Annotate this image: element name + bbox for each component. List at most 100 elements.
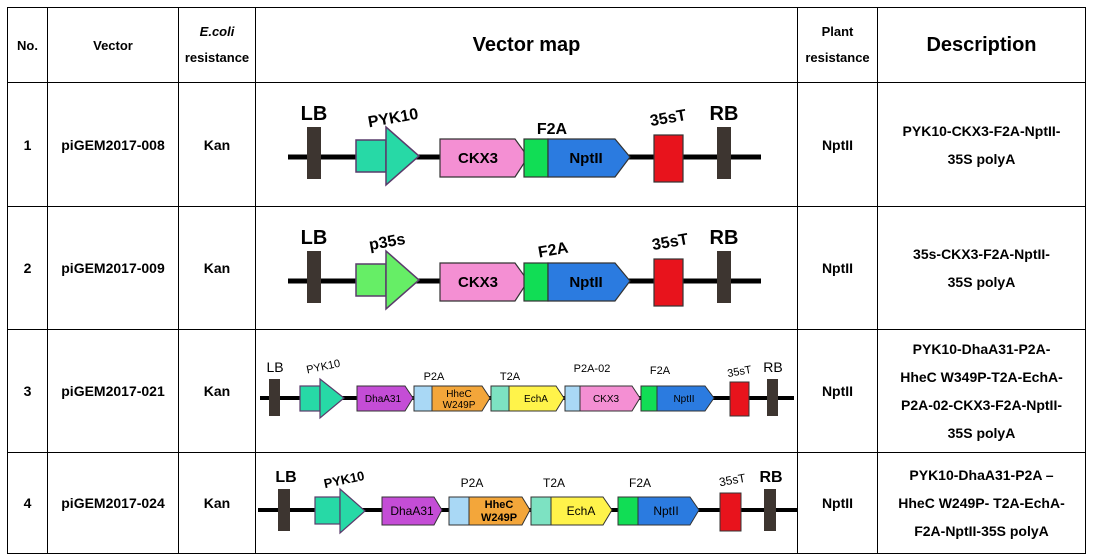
desc-line: 35s-CKX3-F2A-NptII- bbox=[913, 246, 1050, 262]
nptii-gene bbox=[656, 385, 715, 412]
row-no: 2 bbox=[7, 206, 48, 330]
vector-map-diagram: LB PYK10 DhaA31 P2A HheC W249P T2A EchA … bbox=[258, 468, 797, 535]
vector-map-diagram: LB p35s CKX3 F2A NptII 35sT RB bbox=[288, 227, 761, 311]
lb-border-box bbox=[278, 489, 290, 531]
header-no: No. bbox=[7, 7, 48, 83]
ckx3-gene bbox=[579, 385, 641, 412]
nptii-label: NptII bbox=[569, 150, 602, 167]
row-ecoli: Kan bbox=[178, 329, 256, 453]
nptii-label: NptII bbox=[569, 274, 602, 291]
terminator-label: 35sT bbox=[718, 471, 747, 490]
rb-label: RB bbox=[763, 359, 782, 375]
rb-label: RB bbox=[710, 103, 739, 125]
desc-line: 35S polyA bbox=[947, 274, 1016, 290]
lb-label: LB bbox=[301, 103, 328, 125]
nptii-gene bbox=[547, 262, 631, 302]
desc-line: PYK10-CKX3-F2A-NptII- bbox=[902, 122, 1061, 139]
row-vector: piGEM2017-008 bbox=[47, 82, 179, 207]
row-ecoli: Kan bbox=[178, 206, 256, 330]
echa-label: EchA bbox=[567, 504, 596, 518]
f2a-peptide bbox=[523, 262, 549, 302]
row-description: PYK10-CKX3-F2A-NptII- 35S polyA bbox=[877, 82, 1086, 207]
lb-border-box bbox=[307, 251, 321, 303]
header-plant-line1: Plant bbox=[821, 24, 854, 39]
rb-border-box bbox=[717, 251, 731, 303]
t2a-peptide bbox=[530, 496, 552, 526]
echa-gene bbox=[508, 385, 565, 412]
desc-line: 35S polyA bbox=[947, 425, 1016, 441]
ckx3-gene bbox=[439, 138, 529, 178]
vector-map-1: LB PYK10 CKX3 F2A NptII 35sT RB bbox=[255, 82, 798, 207]
p2a-label: P2A bbox=[424, 371, 445, 383]
row-plant: NptII bbox=[797, 82, 878, 207]
lb-label: LB bbox=[266, 359, 283, 375]
vector-map-4: LB PYK10 DhaA31 P2A HheC W249P T2A EchA … bbox=[255, 452, 798, 554]
row-plant: NptII bbox=[797, 452, 878, 554]
hhec-label: HheC bbox=[446, 389, 472, 400]
dhaa31-gene bbox=[381, 496, 443, 526]
ckx3-label: CKX3 bbox=[458, 274, 498, 291]
promoter-arrow bbox=[339, 487, 366, 535]
desc-line: HheC W249P- T2A-EchA- bbox=[898, 495, 1065, 511]
dhaa31-label: DhaA31 bbox=[365, 394, 402, 405]
nptii-label: NptII bbox=[673, 394, 694, 405]
vector-map-2: LB p35s CKX3 F2A NptII 35sT RB bbox=[255, 206, 798, 330]
table-row: 2 piGEM2017-009 Kan LB p35s CKX3 F2A Npt… bbox=[7, 206, 1086, 330]
desc-line: PYK10-DhaA31-P2A- bbox=[912, 341, 1051, 357]
table-row: 1 piGEM2017-008 Kan LB PYK10 CKX3 F2A Np… bbox=[7, 82, 1086, 207]
promoter-label: p35s bbox=[368, 231, 407, 254]
vector-map-3: LB PYK10 DhaA31 P2A HheC W249P T2A EchA … bbox=[255, 329, 798, 453]
f2a-peptide bbox=[640, 385, 658, 412]
promoter-box bbox=[355, 139, 387, 173]
w249p-label: W249P bbox=[481, 512, 517, 524]
terminator-box bbox=[653, 134, 684, 183]
desc-line: F2A-NptII-35S polyA bbox=[914, 523, 1049, 539]
terminator-box bbox=[729, 381, 750, 417]
f2a-label: F2A bbox=[537, 121, 568, 138]
row-ecoli: Kan bbox=[178, 452, 256, 554]
p2a-peptide bbox=[448, 496, 470, 526]
header-vector: Vector bbox=[47, 7, 179, 83]
f2a-label: F2A bbox=[650, 365, 671, 377]
lb-border-box bbox=[269, 379, 280, 416]
table-row: 4 piGEM2017-024 Kan LB PYK10 DhaA31 P2A … bbox=[7, 452, 1086, 554]
f2a-peptide bbox=[617, 496, 639, 526]
rb-label: RB bbox=[759, 469, 782, 486]
ckx3-gene bbox=[439, 262, 529, 302]
promoter-arrow bbox=[319, 377, 345, 420]
hhec-gene bbox=[431, 385, 491, 412]
promoter-label: PYK10 bbox=[322, 468, 365, 491]
rb-border-box bbox=[764, 489, 776, 531]
row-plant: NptII bbox=[797, 329, 878, 453]
terminator-box bbox=[653, 258, 684, 307]
desc-line: PYK10-DhaA31-P2A – bbox=[909, 467, 1054, 483]
row-description: 35s-CKX3-F2A-NptII- 35S polyA bbox=[877, 206, 1086, 330]
row-vector: piGEM2017-009 bbox=[47, 206, 179, 330]
terminator-box bbox=[719, 492, 742, 532]
vector-table: No. Vector E.coli resistance Vector map … bbox=[7, 7, 1086, 554]
dhaa31-gene bbox=[356, 385, 414, 412]
hhec-gene bbox=[468, 496, 531, 526]
f2a-peptide bbox=[523, 138, 549, 178]
promoter-box bbox=[299, 385, 321, 412]
rb-border-box bbox=[767, 379, 778, 416]
header-ecoli-line2: resistance bbox=[184, 50, 250, 65]
promoter-label: PYK10 bbox=[367, 106, 420, 132]
row-description: PYK10-DhaA31-P2A – HheC W249P- T2A-EchA-… bbox=[877, 452, 1086, 554]
terminator-label: 35sT bbox=[726, 364, 752, 380]
t2a-label: T2A bbox=[500, 371, 521, 383]
lb-label: LB bbox=[275, 469, 296, 486]
lb-label: LB bbox=[301, 227, 328, 249]
row-ecoli: Kan bbox=[178, 82, 256, 207]
row-plant: NptII bbox=[797, 206, 878, 330]
row-description: PYK10-DhaA31-P2A- HheC W349P-T2A-EchA- P… bbox=[877, 329, 1086, 453]
t2a-peptide bbox=[490, 385, 510, 412]
rb-label: RB bbox=[710, 227, 739, 249]
table-row: 3 piGEM2017-021 Kan LB PYK10 DhaA31 P2A … bbox=[7, 329, 1086, 453]
header-ecoli-resistance: E.coli resistance bbox=[178, 7, 256, 83]
promoter-arrow bbox=[385, 125, 421, 187]
row-vector: piGEM2017-021 bbox=[47, 329, 179, 453]
echa-gene bbox=[550, 496, 613, 526]
header-row: No. Vector E.coli resistance Vector map … bbox=[7, 7, 1086, 83]
p2a-peptide bbox=[413, 385, 433, 412]
